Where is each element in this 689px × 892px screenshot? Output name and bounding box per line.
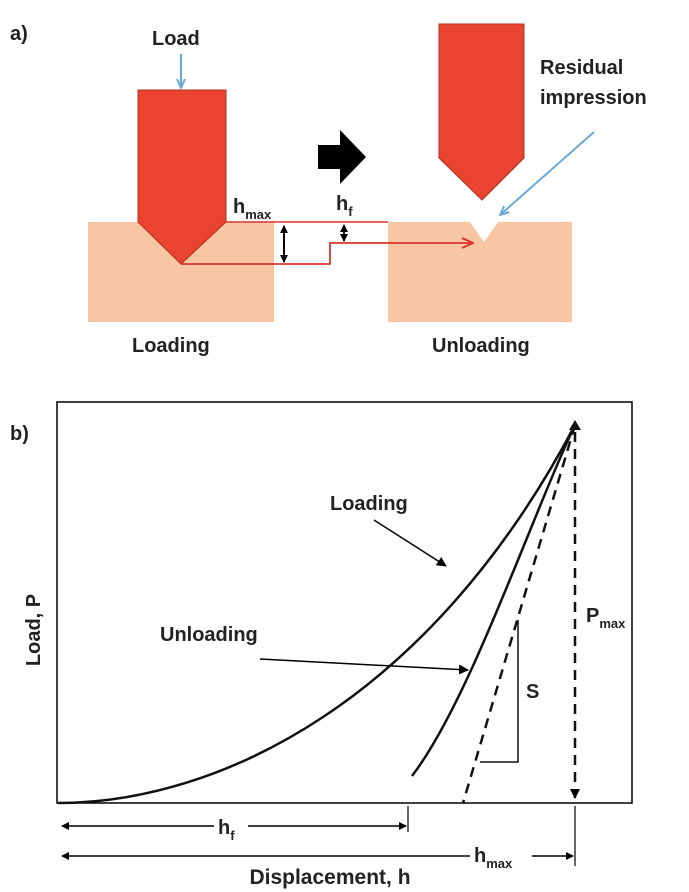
indenter-loading <box>137 89 227 265</box>
y-axis-label: Load, P <box>23 594 45 666</box>
hmax-label-a: hmax <box>233 196 272 222</box>
residual-label-line2: impression <box>540 87 647 109</box>
hf-label-b: hf <box>218 817 235 843</box>
loading-curve-label: Loading <box>330 493 408 515</box>
loading-label-arrow <box>373 519 447 567</box>
hf-label-bg <box>214 812 248 840</box>
unloading-tangent-line <box>461 424 577 804</box>
load-label: Load <box>152 28 200 50</box>
panel-a: a) Load Residual impression hmax hf Load… <box>10 23 647 357</box>
loading-curve <box>57 424 577 805</box>
plot-frame <box>56 401 633 804</box>
stiffness-label: S <box>526 681 539 703</box>
x-axis-label: Displacement, h <box>249 866 410 889</box>
hmax-label-bg <box>470 842 532 870</box>
panel-a-label: a) <box>10 23 28 45</box>
residual-arrow <box>500 131 595 215</box>
panel-b-label: b) <box>10 423 29 445</box>
sample-block-loading <box>88 222 274 322</box>
unloading-curve-label: Unloading <box>160 624 258 646</box>
hmax-guide-line <box>181 243 473 265</box>
stiffness-triangle <box>480 620 519 763</box>
residual-label-line1: Residual <box>540 57 623 79</box>
panel-b: b) Load, P S Pmax Loading Unloading hf <box>10 401 633 889</box>
unloading-caption: Unloading <box>432 335 530 357</box>
transition-arrow <box>318 130 366 184</box>
unloading-label-arrow <box>259 658 469 675</box>
hmax-label-b: hmax <box>474 845 513 871</box>
pmax-label: Pmax <box>586 605 626 631</box>
sample-block-unloading <box>388 222 572 322</box>
loading-caption: Loading <box>132 335 210 357</box>
unloading-curve <box>411 424 577 777</box>
indenter-unloading <box>438 23 525 201</box>
hf-label-a: hf <box>336 193 353 219</box>
peak-marker <box>569 420 581 430</box>
